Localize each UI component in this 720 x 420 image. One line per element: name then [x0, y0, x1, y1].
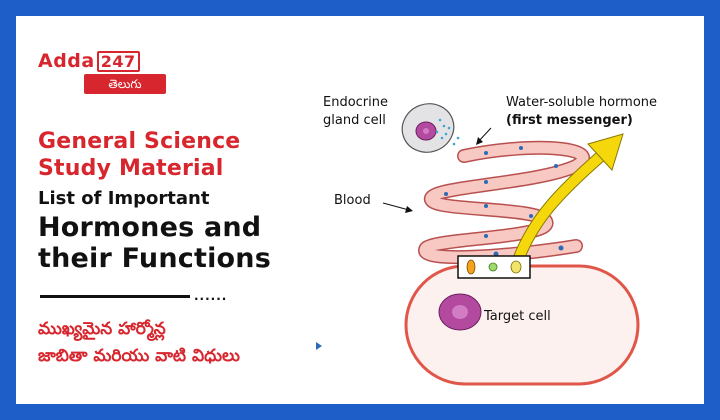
logo-number: 247	[96, 51, 140, 72]
endocrine-label-line2: gland cell	[323, 113, 386, 128]
category-title: General Science Study Material	[38, 128, 240, 182]
telugu-title-line1: ముఖ్యమైన హార్మోన్ల	[38, 319, 166, 339]
endocrine-label-line1: Endocrine	[323, 95, 388, 110]
headline-line2: their Functions	[38, 243, 271, 274]
logo-language-badge: తెలుగు	[84, 74, 166, 94]
subtitle: List of Important	[38, 188, 210, 209]
category-title-line2: Study Material	[38, 156, 224, 181]
logo-brand: Adda	[38, 50, 95, 72]
divider-line	[40, 295, 190, 298]
hormone-label: Water-soluble hormone	[506, 95, 657, 110]
pointer-arrows	[316, 127, 492, 350]
telugu-title-line2: జాబితా మరియు వాటి విధులు	[38, 346, 240, 366]
hormone-diagram: Endocrine gland cell Water-soluble hormo…	[316, 95, 657, 386]
target-cell	[404, 255, 640, 386]
headline: Hormones and their Functions	[38, 212, 271, 274]
yellow-arrow-icon	[510, 133, 624, 272]
target-cell-label: Target cell	[483, 309, 551, 324]
blood-vessel	[418, 140, 591, 265]
headline-line1: Hormones and	[38, 212, 262, 243]
telugu-title: ముఖ్యమైన హార్మోన్ల జాబితా మరియు వాటి విధ…	[38, 316, 240, 370]
category-title-line1: General Science	[38, 129, 241, 154]
blood-label: Blood	[334, 193, 371, 208]
messenger-label: (first messenger)	[506, 113, 633, 128]
endocrine-cell	[401, 103, 460, 153]
